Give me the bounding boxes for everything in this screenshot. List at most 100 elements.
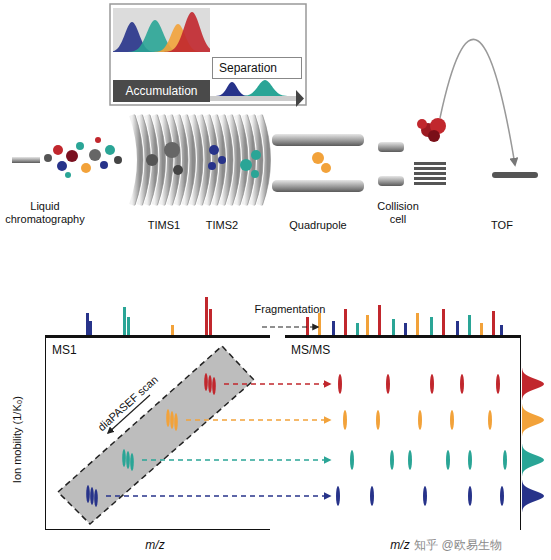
tof-plate xyxy=(414,182,446,185)
mobilogram-peak xyxy=(522,404,544,436)
fragment-ion xyxy=(408,450,412,470)
ion-ball xyxy=(81,163,91,173)
ion-ball xyxy=(105,145,115,155)
tof-plate xyxy=(414,167,446,170)
node-text: MS1 xyxy=(52,343,264,357)
precursor-ion xyxy=(170,411,174,429)
flight-path xyxy=(440,39,515,165)
accumulation-ground xyxy=(113,8,210,52)
ion-ball xyxy=(251,170,259,178)
node-text: Separation xyxy=(219,61,295,75)
fragment-ion xyxy=(370,486,374,506)
axis-label: Fragmentation xyxy=(255,303,326,316)
ion-ball xyxy=(114,156,122,164)
part-label: Quadrupole xyxy=(289,219,347,232)
tof-plate xyxy=(414,162,446,165)
ion-peak xyxy=(212,80,294,96)
watermark: 知乎 @欧易生物 xyxy=(414,538,502,552)
msms-peak xyxy=(356,323,359,335)
ion-ball xyxy=(240,159,252,171)
spectrum-panel: MS/MS xyxy=(285,335,521,530)
ion-ball xyxy=(89,149,101,161)
quadrupole-rod xyxy=(272,180,364,192)
axis-label: Ion mobility (1/K₀) xyxy=(11,396,24,483)
isolation-arrow xyxy=(224,383,330,384)
fragmentation-arrow xyxy=(262,326,318,327)
msms-peak xyxy=(442,309,445,335)
precursor-ion xyxy=(204,373,208,391)
msms-peak xyxy=(480,323,483,335)
isolation-arrow xyxy=(186,419,330,420)
msms-peak xyxy=(392,319,395,335)
ion-ball xyxy=(65,172,71,178)
ion-ball xyxy=(218,156,226,164)
stage-box: Accumulation xyxy=(113,80,210,102)
tof-plate xyxy=(414,172,446,175)
fragment-ion xyxy=(496,374,500,394)
ms1-peak xyxy=(127,317,130,335)
fragment-ion xyxy=(376,410,380,430)
mobilogram-peak xyxy=(522,444,544,476)
precursor-ion xyxy=(208,375,212,393)
fragment-ion xyxy=(390,450,394,470)
ms1-peak xyxy=(86,313,89,335)
ion-ball xyxy=(95,137,101,143)
tof-plate xyxy=(414,177,446,180)
fragment-ion xyxy=(460,374,464,394)
ms1-peak xyxy=(205,297,208,335)
collision-rod xyxy=(378,142,404,152)
part-label: Liquid chromatography xyxy=(0,200,90,226)
precursor-ion xyxy=(212,377,216,395)
ms1-peak xyxy=(123,307,126,335)
axis-label: m/z xyxy=(390,538,409,552)
msms-peak xyxy=(430,317,433,335)
ion-ball xyxy=(251,150,261,160)
fragment-ion xyxy=(430,374,434,394)
ion-ball xyxy=(44,154,52,162)
fragment-ion xyxy=(450,410,454,430)
lc-needle xyxy=(12,157,40,163)
ion-ball xyxy=(100,161,108,169)
separation-bar xyxy=(210,96,296,101)
precursor-ion xyxy=(122,449,126,467)
msms-peak xyxy=(500,325,503,335)
fragment-ion xyxy=(468,450,472,470)
ion-ball xyxy=(57,161,67,171)
node-text: Accumulation xyxy=(117,84,206,98)
fragment-ion xyxy=(468,486,472,506)
ion-peak xyxy=(113,12,210,52)
inset-frame xyxy=(110,4,306,105)
collision-rod xyxy=(378,176,404,186)
stage-box: Separation xyxy=(212,57,302,79)
msms-peak xyxy=(492,311,495,335)
ms1-peak xyxy=(89,321,92,335)
fragment-ion xyxy=(488,410,492,430)
isolation-arrow xyxy=(142,459,330,460)
ion-ball xyxy=(53,145,63,155)
tims-plate-edge xyxy=(263,115,271,205)
ion-ball xyxy=(209,145,219,155)
part-label: Collision cell xyxy=(368,200,428,226)
msms-peak xyxy=(366,315,369,335)
fragment-ion xyxy=(350,450,354,470)
msms-peak xyxy=(332,321,335,335)
mobilogram-peak xyxy=(522,368,544,400)
msms-peak xyxy=(416,313,419,335)
ion-ball xyxy=(428,130,440,142)
ion-ball xyxy=(417,119,427,129)
fragment-ion xyxy=(418,410,422,430)
msms-peak xyxy=(456,321,459,335)
ion-ball xyxy=(66,150,78,162)
msms-peak xyxy=(306,317,309,335)
precursor-ion xyxy=(126,451,130,469)
precursor-ion xyxy=(174,413,178,431)
msms-peak xyxy=(344,309,347,335)
fragment-ion xyxy=(446,450,450,470)
isolation-arrow xyxy=(106,495,330,496)
ion-ball xyxy=(321,163,331,173)
fragment-ion xyxy=(343,410,347,430)
detector xyxy=(492,172,538,178)
ms1-peak xyxy=(209,309,212,335)
